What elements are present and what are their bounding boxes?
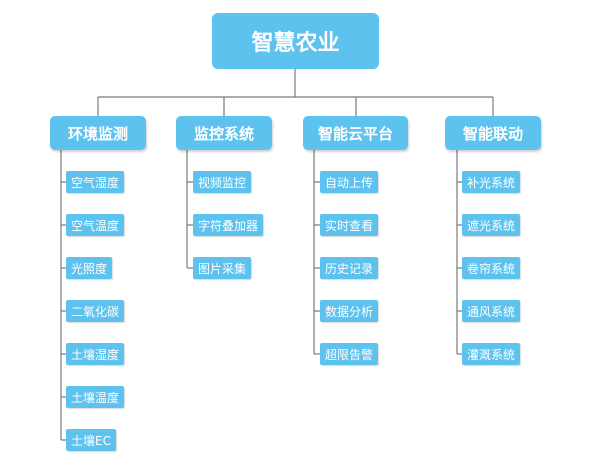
leaf-ventilation-system: 通风系统	[462, 300, 521, 322]
leaf-video-monitoring: 视频监控	[193, 171, 252, 193]
leaf-irrigation-system: 灌溉系统	[462, 343, 521, 365]
category-smart-linkage: 智能联动	[445, 116, 541, 150]
leaf-carbon-dioxide: 二氧化碳	[66, 300, 125, 322]
leaf-auto-upload: 自动上传	[320, 171, 379, 193]
category-smart-cloud-platform: 智能云平台	[303, 116, 408, 150]
leaf-history-record: 历史记录	[320, 257, 379, 279]
leaf-realtime-view: 实时查看	[320, 214, 379, 236]
leaf-fill-light-system: 补光系统	[462, 171, 521, 193]
leaf-soil-humidity: 土壤湿度	[66, 343, 125, 365]
leaf-air-temperature: 空气温度	[66, 214, 125, 236]
root-node-title: 智慧农业	[212, 13, 379, 69]
leaf-shading-system: 遮光系统	[462, 214, 521, 236]
category-environment-monitoring: 环境监测	[50, 116, 146, 150]
leaf-illuminance: 光照度	[66, 257, 113, 279]
leaf-soil-ec: 土壤EC	[66, 429, 116, 451]
leaf-roller-blind-system: 卷帘系统	[462, 257, 521, 279]
leaf-data-analysis: 数据分析	[320, 300, 379, 322]
leaf-overlimit-alarm: 超限告警	[320, 343, 379, 365]
leaf-character-overlay: 字符叠加器	[193, 214, 264, 236]
leaf-air-humidity: 空气湿度	[66, 171, 125, 193]
leaf-image-capture: 图片采集	[193, 257, 252, 279]
category-monitoring-system: 监控系统	[176, 116, 272, 150]
leaf-soil-temperature: 土壤温度	[66, 386, 125, 408]
